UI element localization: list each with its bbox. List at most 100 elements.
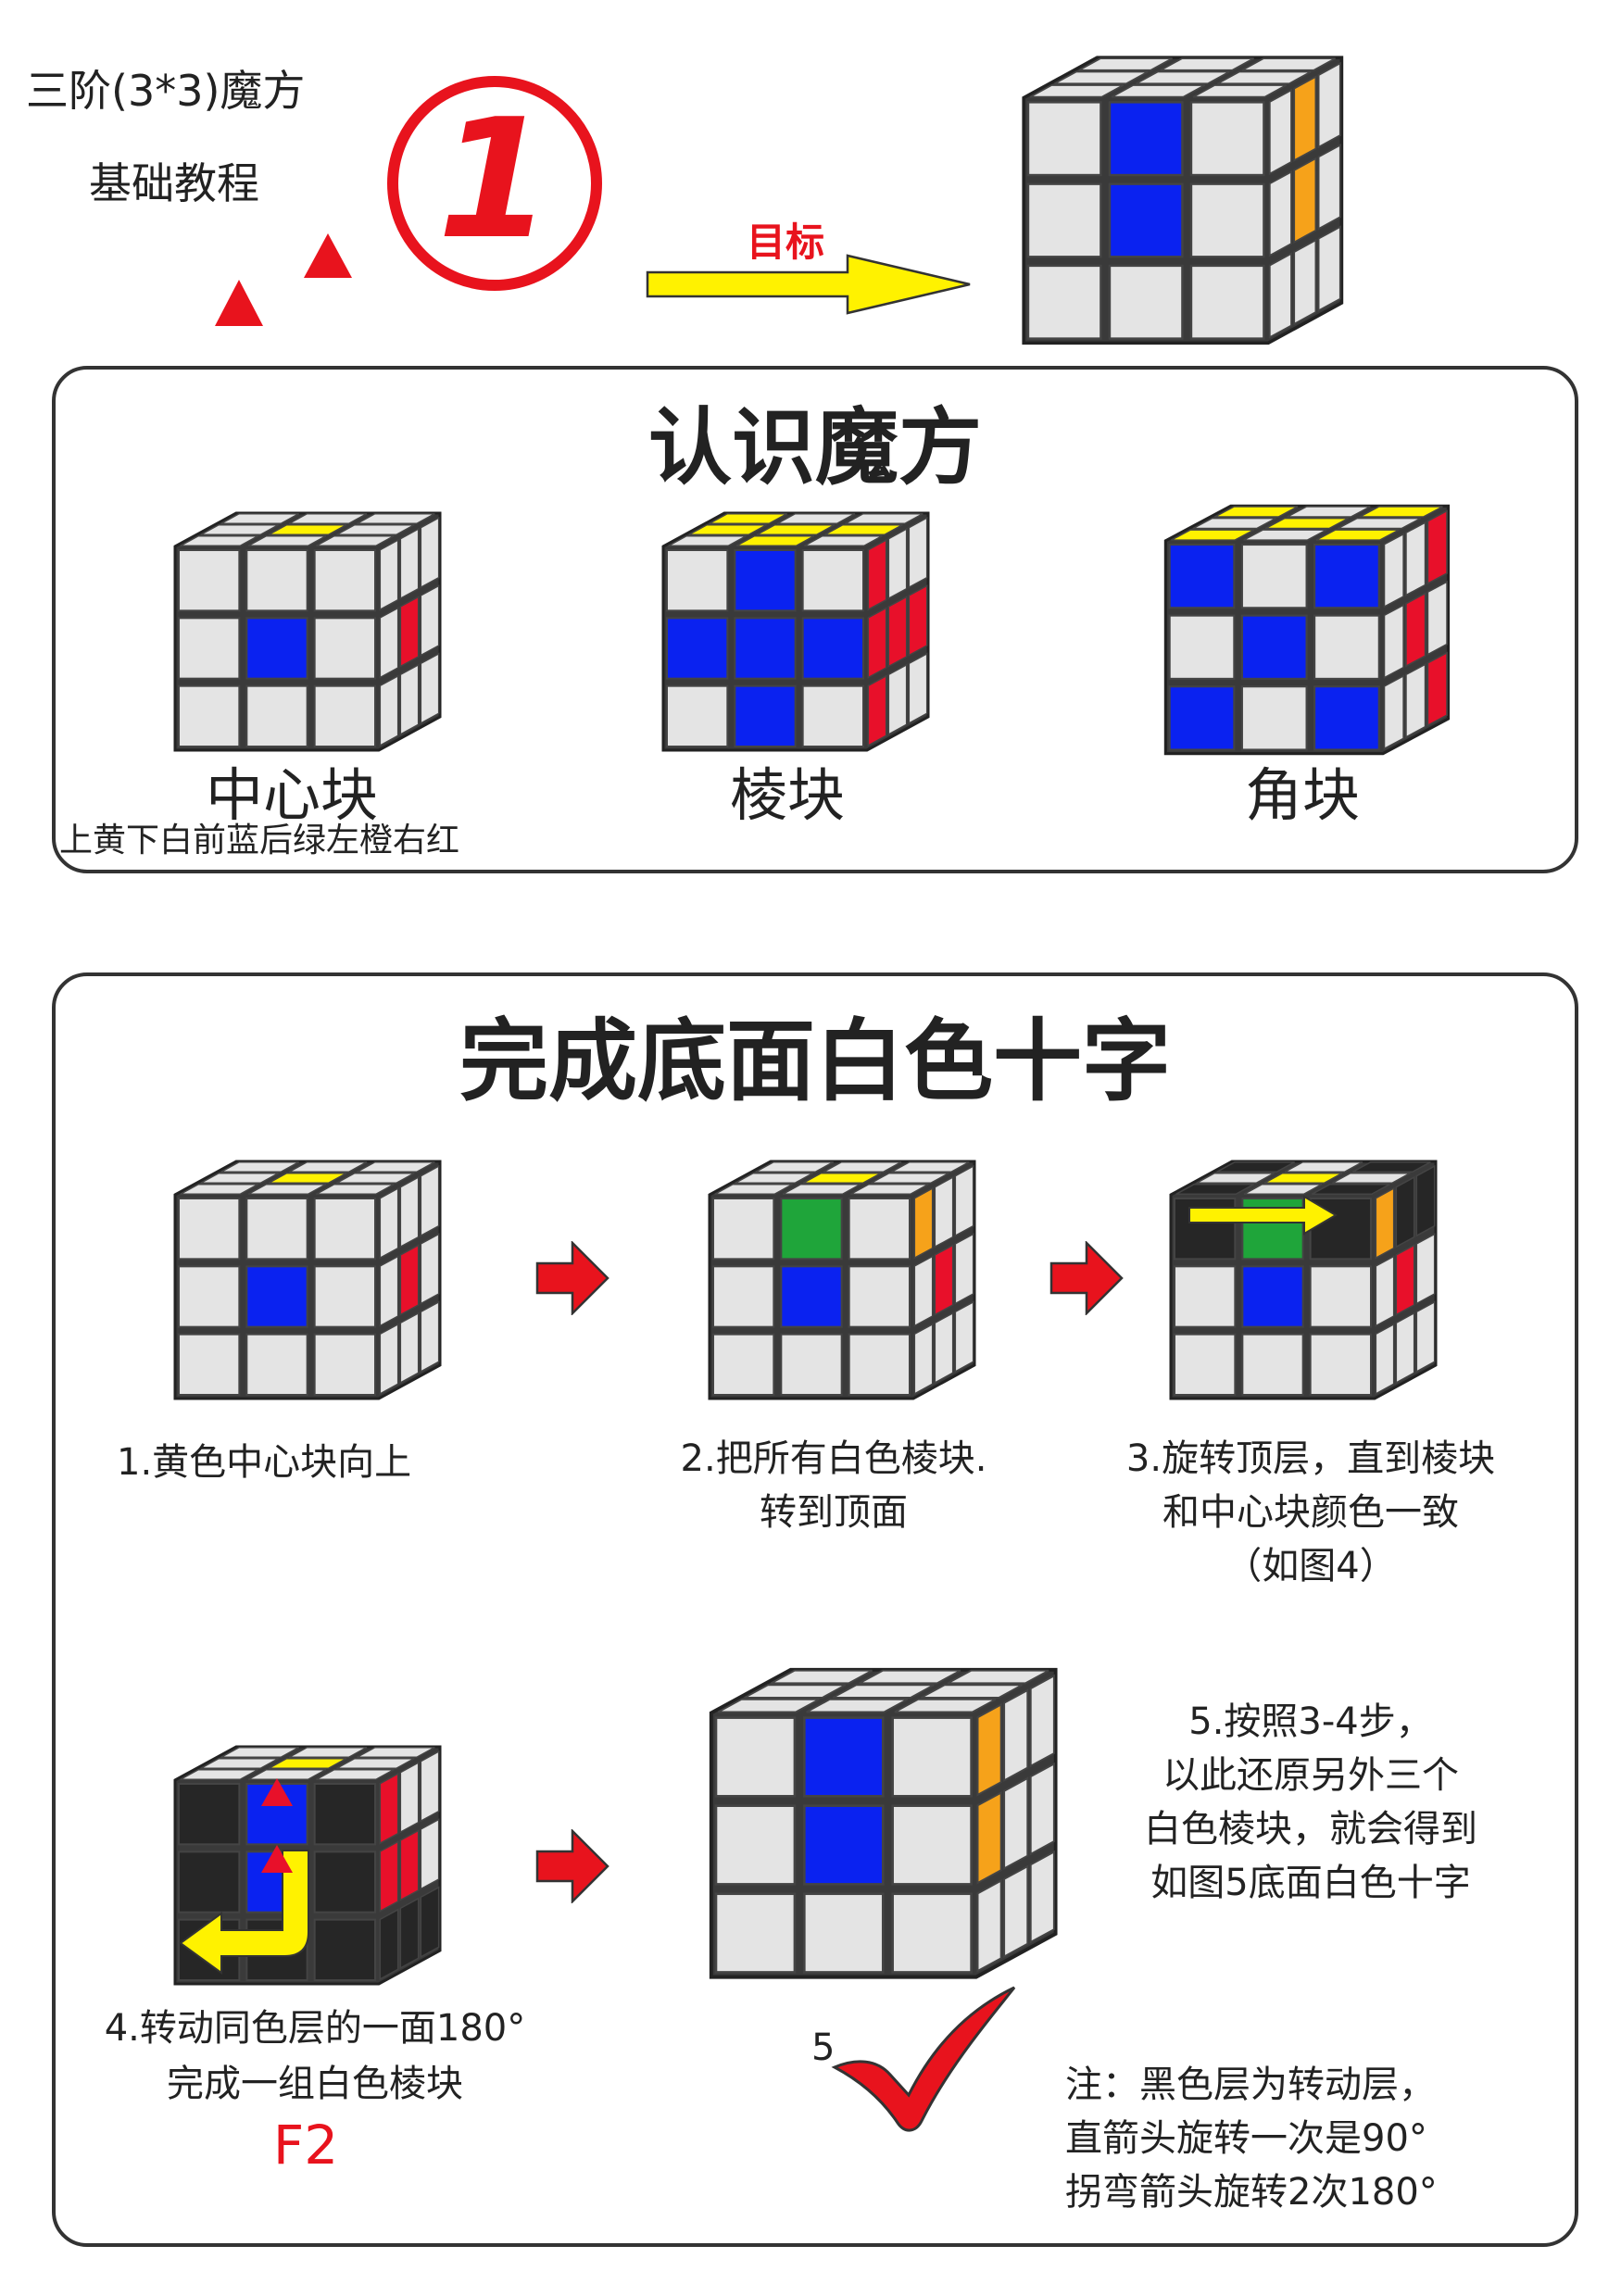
step1-cube <box>170 1156 447 1406</box>
cube-sticker <box>976 1790 1002 1885</box>
cube-sticker <box>379 1772 399 1845</box>
cube-sticker <box>313 684 377 748</box>
direction-triangle-icon <box>261 1845 293 1873</box>
cube-sticker <box>336 1172 415 1185</box>
cube-sticker <box>887 663 908 736</box>
cube-sticker <box>666 684 729 748</box>
cube-sticker <box>245 549 308 612</box>
note-block: 注：黑色层为转动层， 直箭头旋转一次是90° 拐弯箭头旋转2次180° <box>1065 2058 1438 2219</box>
cube-sticker <box>1026 101 1102 177</box>
cube-sticker <box>1395 1244 1415 1316</box>
cube-sticker <box>717 1698 820 1713</box>
cube-sticker <box>1317 61 1341 149</box>
step5-caption-line: 以此还原另外三个 <box>1162 1754 1459 1797</box>
goal-cube <box>1017 51 1351 352</box>
cube-sticker <box>357 512 435 525</box>
cube-sticker <box>803 1716 885 1798</box>
step4-caption-line: 完成一组白色棱块 <box>167 2063 463 2105</box>
cube-sticker <box>178 617 241 680</box>
cube-sticker <box>1214 506 1299 518</box>
cube-sticker <box>1192 84 1288 98</box>
cube-sticker <box>1168 685 1236 751</box>
cube-sticker <box>1240 544 1308 609</box>
cube-sticker <box>1175 1183 1254 1196</box>
cube-sticker <box>780 1333 843 1397</box>
section2-title: 完成底面白色十字 <box>459 1010 1171 1113</box>
cube-sticker <box>744 1684 847 1699</box>
next-arrow-icon <box>535 1241 609 1315</box>
cube-sticker <box>220 1161 299 1173</box>
cube-sticker <box>712 1333 775 1397</box>
step2-caption-line: 转到顶面 <box>760 1491 908 1534</box>
step5-caption-line: 5.按照3-4步， <box>1188 1700 1433 1743</box>
step3-caption-line: 3.旋转顶层，直到棱块 <box>1125 1437 1496 1480</box>
cube-sticker <box>316 1768 395 1781</box>
cube-sticker <box>420 1750 440 1823</box>
cube-sticker <box>1026 264 1102 340</box>
cube-sticker <box>734 617 797 680</box>
cube-sticker <box>1268 88 1292 176</box>
cube-sticker <box>1338 517 1422 530</box>
cube-sticker <box>313 1851 377 1913</box>
cube-sticker <box>247 1183 327 1196</box>
cube-sticker <box>712 1198 775 1261</box>
cube-sticker <box>824 523 903 536</box>
cube-sticker <box>1309 1265 1373 1328</box>
cube-sticker <box>934 1311 954 1385</box>
cube-sticker <box>313 549 377 612</box>
cube-sticker <box>668 534 747 547</box>
cube-sticker <box>714 1892 797 1974</box>
cube-sticker <box>1026 182 1102 258</box>
cube-sticker <box>245 617 308 680</box>
cube-sticker <box>770 1669 873 1685</box>
cube-sticker <box>1189 101 1265 177</box>
cube-sticker <box>180 534 258 547</box>
cube-sticker <box>399 663 420 736</box>
cube-sticker <box>734 549 797 612</box>
label-edge-piece: 棱块 <box>729 761 845 829</box>
cube-sticker <box>1243 529 1327 541</box>
cube-sticker <box>859 1669 961 1685</box>
cube-sticker <box>1315 529 1400 541</box>
cube-sticker <box>1174 1265 1237 1328</box>
cube-sticker <box>782 1183 861 1196</box>
cube-sticker <box>1168 544 1236 609</box>
label-corner-piece: 角块 <box>1244 761 1360 829</box>
cube-sticker <box>245 1265 308 1328</box>
cube-sticker <box>894 1698 997 1713</box>
cube-sticker <box>801 617 865 680</box>
cube-sticker <box>908 584 928 657</box>
cube-sticker <box>801 549 865 612</box>
cube-sticker <box>247 534 327 547</box>
cube-sticker <box>848 1198 911 1261</box>
cube-sticker <box>379 1186 399 1260</box>
cube-sticker <box>288 1746 368 1759</box>
cube-sticker <box>1171 529 1255 541</box>
cube-sticker <box>947 1669 1049 1685</box>
cube-sticker <box>268 1172 347 1185</box>
cube-sticker <box>871 1172 949 1185</box>
cube-sticker <box>1108 182 1184 258</box>
cube-sticker <box>891 1161 970 1173</box>
section1-title: 认识魔方 <box>648 399 982 496</box>
cube-sticker <box>1108 264 1184 340</box>
cube-sticker <box>247 1768 327 1781</box>
cube-sticker <box>688 523 767 536</box>
cube-sticker <box>288 512 368 525</box>
decoration-triangle-icon <box>215 280 263 326</box>
cube-sticker <box>1426 651 1448 727</box>
cube-sticker <box>1111 84 1206 98</box>
cube-sticker <box>755 1161 834 1173</box>
cube-sticker <box>1189 264 1265 340</box>
cube-sticker <box>887 527 908 600</box>
cube-sticker <box>712 1265 775 1328</box>
cube-sticker <box>1317 144 1341 231</box>
cube-sticker <box>313 1265 377 1328</box>
cube-sticker <box>1293 75 1317 162</box>
title-line-1: 三阶(3*3)魔方 <box>26 66 306 116</box>
cube-sticker <box>399 1311 420 1385</box>
cube-sticker <box>268 523 347 536</box>
cube-sticker <box>420 1233 440 1305</box>
cube-sticker <box>1352 1161 1431 1173</box>
step5-caption-line: 如图5底面白色十字 <box>1150 1862 1471 1904</box>
